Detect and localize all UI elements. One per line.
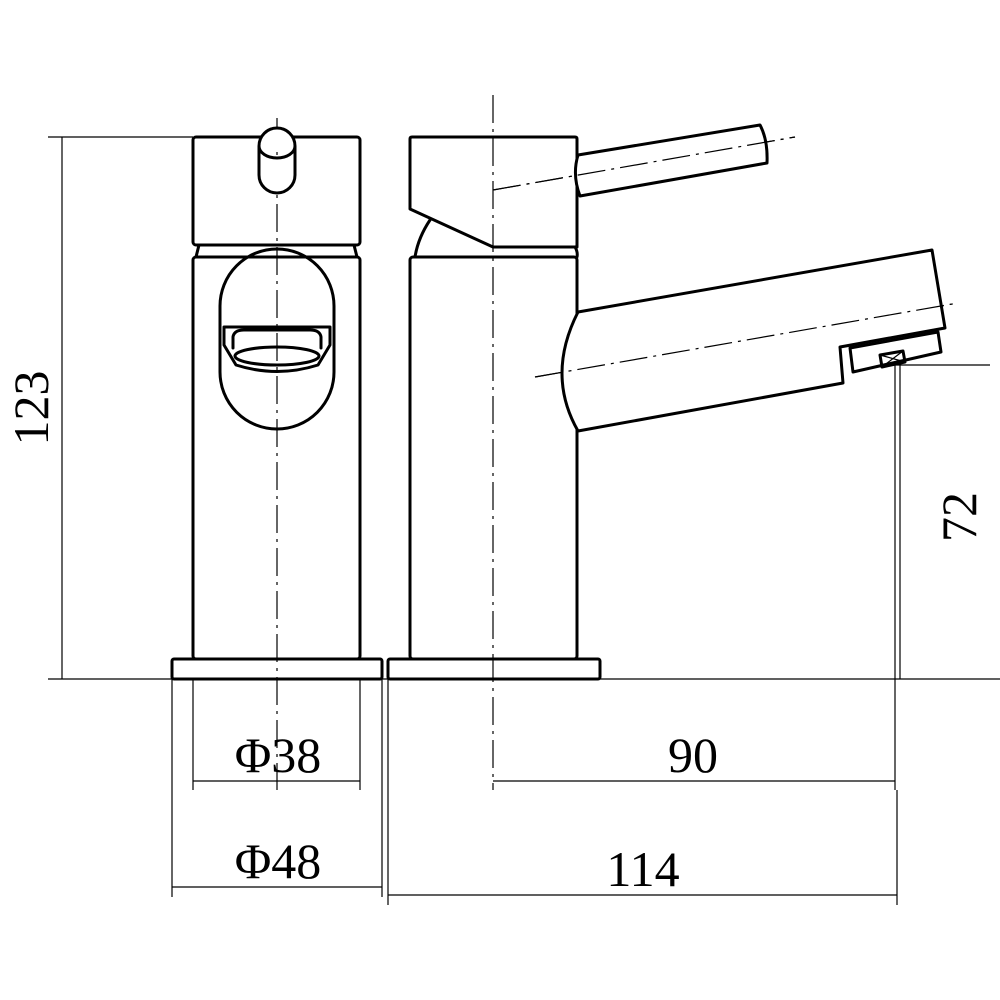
dim-body-diameter: Φ38 (235, 727, 322, 783)
dim-spout-reach: 90 (668, 727, 718, 783)
lever-centerline-overlay (492, 136, 796, 191)
front-spout-oval (218, 247, 336, 431)
aerator-cross-icon (879, 350, 906, 368)
front-lever-knob (257, 126, 297, 195)
front-aerator-rim (231, 328, 323, 350)
dim-base-diameter: Φ48 (235, 833, 322, 889)
dimension-labels: 123 72 Φ38 90 Φ48 114 (3, 371, 987, 898)
front-aerator-housing (222, 325, 332, 373)
front-aerator-outlet (233, 345, 321, 367)
dimension-lines (48, 136, 1000, 905)
front-view (170, 118, 384, 790)
dim-overall-depth: 114 (606, 841, 679, 897)
spout-centerline-overlay (534, 302, 959, 378)
side-cap (408, 135, 579, 249)
dim-spout-height: 72 (931, 492, 987, 542)
side-spout (560, 248, 947, 433)
side-base-plate (386, 657, 602, 681)
spout-aerator (848, 330, 943, 374)
side-view (386, 95, 959, 790)
dim-overall-height: 123 (3, 371, 59, 446)
side-lever (573, 123, 769, 198)
front-neck (194, 243, 359, 259)
side-neck (413, 218, 579, 259)
